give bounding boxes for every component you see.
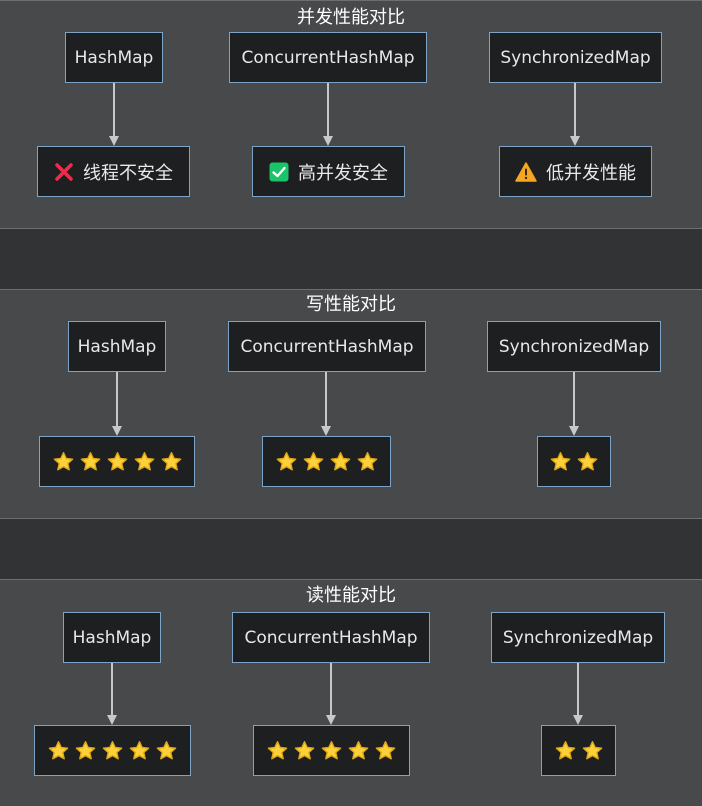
warning-icon — [515, 161, 537, 182]
result-hashmap: 线程不安全 — [37, 146, 190, 197]
node-synchronizedmap: SynchronizedMap — [487, 321, 661, 372]
star-icon — [321, 741, 342, 760]
node-synchronizedmap: SynchronizedMap — [489, 32, 662, 83]
node-concurrenthashmap: ConcurrentHashMap — [229, 32, 427, 83]
node-label: HashMap — [74, 47, 154, 68]
star-rating — [48, 740, 177, 761]
result-text: 高并发安全 — [298, 162, 388, 184]
star-icon — [267, 741, 288, 760]
rating-synchronizedmap — [541, 725, 616, 776]
star-icon — [294, 741, 315, 760]
result-text: 线程不安全 — [83, 162, 173, 184]
rating-synchronizedmap — [537, 436, 611, 487]
star-icon — [555, 741, 575, 760]
star-icon — [156, 741, 177, 760]
result-text: 低并发性能 — [546, 162, 636, 184]
star-rating — [267, 740, 396, 761]
star-icon — [75, 741, 96, 760]
rating-hashmap — [39, 436, 195, 487]
star-rating — [276, 451, 378, 472]
node-concurrenthashmap: ConcurrentHashMap — [228, 321, 426, 372]
section-read: 读性能对比 HashMap ConcurrentHashMap Synchron… — [0, 579, 702, 806]
star-icon — [375, 741, 396, 760]
star-icon — [577, 452, 598, 471]
result-concurrenthashmap: 高并发安全 — [252, 146, 405, 197]
result-synchronizedmap: 低并发性能 — [499, 146, 652, 197]
star-icon — [102, 741, 123, 760]
node-label: HashMap — [72, 627, 152, 648]
star-icon — [134, 452, 154, 471]
star-rating — [53, 451, 182, 472]
star-icon — [582, 741, 602, 760]
star-icon — [330, 452, 350, 471]
rating-hashmap — [34, 725, 191, 776]
section-title: 写性能对比 — [306, 294, 396, 315]
cross-mark-icon — [55, 162, 73, 181]
rating-concurrenthashmap — [262, 436, 391, 487]
star-icon — [48, 741, 69, 760]
section-concurrency: 并发性能对比 HashMap ConcurrentHashMap Synchro… — [0, 0, 702, 229]
node-concurrenthashmap: ConcurrentHashMap — [232, 612, 430, 663]
node-label: SynchronizedMap — [502, 627, 654, 648]
section-write: 写性能对比 HashMap ConcurrentHashMap Synchron… — [0, 289, 702, 519]
star-icon — [357, 452, 377, 471]
star-rating — [555, 740, 603, 761]
star-icon — [80, 452, 100, 471]
star-icon — [107, 452, 127, 471]
node-label: HashMap — [77, 336, 157, 357]
node-label: SynchronizedMap — [500, 47, 651, 68]
rating-concurrenthashmap — [253, 725, 410, 776]
check-mark-icon — [269, 162, 289, 181]
node-hashmap: HashMap — [68, 321, 166, 372]
node-label: ConcurrentHashMap — [240, 336, 414, 357]
node-label: ConcurrentHashMap — [244, 627, 418, 648]
star-icon — [348, 741, 369, 760]
node-synchronizedmap: SynchronizedMap — [491, 612, 665, 663]
section-title: 读性能对比 — [306, 585, 396, 606]
star-rating — [550, 451, 598, 472]
node-hashmap: HashMap — [65, 32, 163, 83]
node-hashmap: HashMap — [63, 612, 161, 663]
node-label: SynchronizedMap — [498, 336, 650, 357]
star-icon — [276, 452, 296, 471]
section-title: 并发性能对比 — [297, 7, 405, 28]
star-icon — [161, 452, 181, 471]
star-icon — [550, 452, 571, 471]
star-icon — [53, 452, 73, 471]
star-icon — [129, 741, 150, 760]
star-icon — [303, 452, 323, 471]
node-label: ConcurrentHashMap — [241, 47, 415, 68]
